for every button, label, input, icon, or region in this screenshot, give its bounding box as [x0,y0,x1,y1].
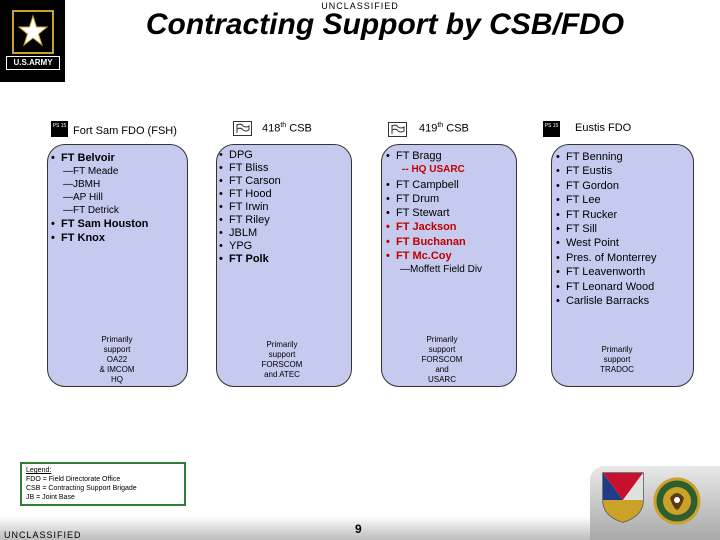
installation-item: FT Campbell [386,178,482,193]
installation-item: —JBMH [63,179,101,190]
installation-item: FT Bliss [219,162,281,175]
support-line: support [103,345,131,354]
support-line: TRADOC [600,365,634,374]
installation-item: FT Eustis [556,164,656,179]
ps-badge-icon: PS 15 [543,121,560,137]
support-line: support [268,350,296,359]
installation-item: FT Leavenworth [556,265,656,280]
army-wordmark: U.S.ARMY [6,56,60,70]
installation-item: FT Rucker [556,208,656,223]
support-line: HQ [111,375,123,384]
installation-list-eustis: FT BenningFT EustisFT GordonFT LeeFT Ruc… [556,150,656,309]
installation-item: FT Jackson [386,220,482,235]
support-line: & IMCOM [99,365,135,374]
installation-item: FT Knox [51,231,148,245]
installation-list-418: DPGFT BlissFT CarsonFT HoodFT IrwinFT Ri… [219,149,281,266]
installation-item: YPG [219,240,281,253]
army-materiel-command-shield-icon [602,472,644,523]
support-line: Primarily [266,340,298,349]
column-title-419-csb: 419th CSB [419,122,469,135]
installation-item: FT Leonard Wood [556,280,656,295]
csb-suffix: CSB [286,122,312,135]
csb-suffix: CSB [443,122,469,135]
installation-item: DPG [219,149,281,162]
installation-item: FT Drum [386,192,482,207]
installation-list-419: FT Bragg-- HQ USARCFT CampbellFT DrumFT … [386,149,482,278]
installation-item: FT Sill [556,222,656,237]
installation-item: FT Carson [219,175,281,188]
ordinal-suffix: th [437,122,444,129]
installation-item: -- HQ USARC [402,164,465,176]
installation-item: Pres. of Monterrey [556,251,656,266]
support-line: OA22 [106,355,128,364]
installation-item: FT Hood [219,188,281,201]
column-title-eustis-fdo: Eustis FDO [575,122,632,134]
page-number: 9 [355,522,362,536]
support-line: USARC [427,375,456,384]
installation-item: FT Belvoir [51,151,148,165]
installation-item: FT Benning [556,150,656,165]
army-star-logo: U.S.ARMY [0,0,65,82]
ps-badge-icon: PS 15 [51,121,68,137]
csb-number: 418 [262,122,281,135]
installation-item: FT Bragg [386,149,482,164]
installation-item: FT Gordon [556,179,656,194]
installation-item: JBLM [219,227,281,240]
installation-item: Carlisle Barracks [556,294,656,309]
page-title: Contracting Support by CSB/FDO [145,8,625,41]
column-title-418-csb: 418th CSB [262,122,312,135]
star-frame [12,10,54,54]
legend-line: JB = Joint Base [26,494,75,501]
installation-item: West Point [556,236,656,251]
panel-fort-sam-fdo [47,144,188,387]
flag-icon [233,121,252,136]
csb-number: 419 [419,122,438,135]
installation-item: —AP Hill [63,192,103,203]
support-line: FORSCOM [261,360,303,369]
legend-title: Legend: [26,467,52,474]
classification-banner-top: UNCLASSIFIED [321,1,399,11]
support-line: FORSCOM [421,355,463,364]
classification-banner-bottom: UNCLASSIFIED [4,530,82,540]
installation-item: FT Mc.Coy [386,249,482,264]
installation-item: —FT Detrick [63,205,119,216]
installation-item: FT Lee [556,193,656,208]
ordinal-suffix: th [280,122,287,129]
legend-line: FDO = Field Directorate Office [26,476,121,483]
installation-item: —FT Meade [63,166,119,177]
installation-item: FT Riley [219,214,281,227]
flag-icon [388,122,407,137]
installation-item: FT Sam Houston [51,217,148,231]
column-title-fsh: Fort Sam FDO (FSH) [73,125,177,137]
support-line: and ATEC [264,370,300,379]
contracting-command-crest-icon [653,477,701,525]
support-line: Primarily [601,345,633,354]
support-line: Primarily [426,335,458,344]
support-line: Primarily [101,335,133,344]
installation-item: FT Buchanan [386,235,482,250]
installation-list-fsh: FT Belvoir—FT Meade —JBMH —AP Hill —FT Detr… [51,151,148,245]
star-icon [18,14,48,47]
legend-box: Legend: FDO = Field Directorate Office C… [20,462,186,506]
installation-item: FT Stewart [386,206,482,221]
support-line: and [435,365,449,374]
installation-item: FT Polk [219,253,281,266]
support-line: support [428,345,456,354]
support-line: support [603,355,631,364]
installation-item: FT Irwin [219,201,281,214]
legend-line: CSB = Contracting Support Brigade [26,485,137,492]
installation-item: —Moffett Field Div [400,264,483,276]
